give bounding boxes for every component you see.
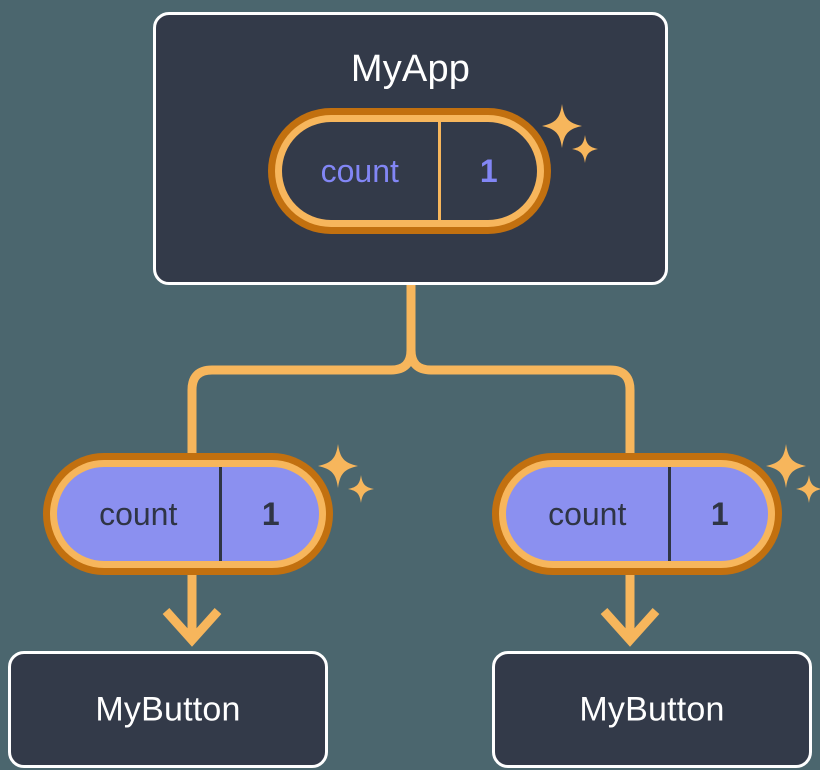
state-pill-root-ring: count 1 — [275, 115, 544, 227]
state-pill-left-value: 1 — [219, 467, 319, 561]
sparkle-small-icon — [348, 475, 374, 503]
state-pill-root-value: 1 — [437, 122, 537, 220]
connector-branch-right — [406, 349, 635, 455]
state-pill-right-body: count 1 — [506, 467, 768, 561]
component-title-mybutton-right: MyButton — [579, 690, 725, 728]
component-card-mybutton-left[interactable]: MyButton — [8, 651, 328, 768]
state-pill-left-key: count — [99, 495, 178, 532]
state-pill-root-body: count 1 — [282, 122, 537, 220]
state-pill-right-key: count — [548, 495, 627, 532]
state-pill-right[interactable]: count 1 — [492, 453, 782, 575]
state-pill-right-value: 1 — [668, 467, 768, 561]
connector-branch-left — [187, 349, 416, 455]
state-pill-left[interactable]: count 1 — [43, 453, 333, 575]
state-pill-root[interactable]: count 1 — [268, 108, 551, 234]
state-pill-root-key: count — [320, 152, 399, 189]
component-title-myapp: MyApp — [350, 48, 471, 90]
state-pill-right-ring: count 1 — [499, 460, 775, 568]
sparkle-small-icon — [796, 475, 820, 503]
state-pill-left-body: count 1 — [57, 467, 319, 561]
component-title-mybutton-left: MyButton — [95, 690, 241, 728]
state-pill-left-ring: count 1 — [50, 460, 326, 568]
component-card-mybutton-right[interactable]: MyButton — [492, 651, 812, 768]
arrow-head-left-icon — [162, 607, 222, 647]
arrow-head-right-icon — [600, 607, 660, 647]
